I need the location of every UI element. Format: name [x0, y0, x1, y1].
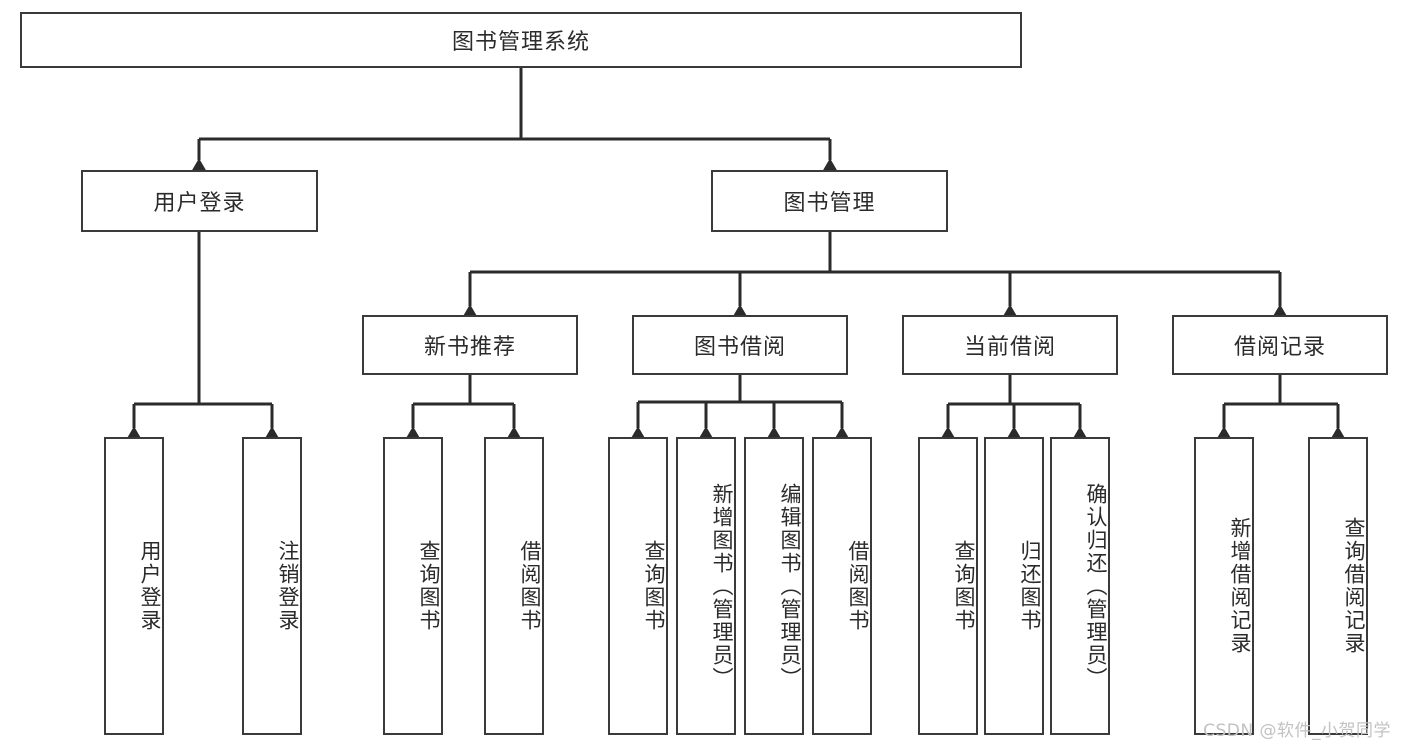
node-user-login-label: 用户登录 [153, 191, 246, 216]
node-leaf-current-borrow-1[interactable]: 归还图书 [984, 437, 1044, 735]
node-leaf-label: 借阅图书 [518, 540, 542, 632]
node-borrow-record[interactable]: 借阅记录 [1172, 315, 1388, 375]
node-book-borrow-label: 图书借阅 [693, 335, 786, 360]
node-new-book-recommend-label: 新书推荐 [423, 335, 516, 360]
node-leaf-label: 用户登录 [138, 540, 162, 632]
node-leaf-borrow-record-0[interactable]: 新增借阅记录 [1194, 437, 1254, 735]
node-borrow-record-label: 借阅记录 [1233, 335, 1326, 360]
node-leaf-label: 查询借阅记录 [1342, 517, 1366, 655]
node-leaf-book-borrow-2[interactable]: 编辑图书（管理员） [744, 437, 804, 735]
node-leaf-label: 查询图书 [952, 540, 976, 632]
node-user-login[interactable]: 用户登录 [81, 170, 318, 232]
node-current-borrow[interactable]: 当前借阅 [902, 315, 1118, 375]
node-root-label: 图书管理系统 [451, 30, 590, 55]
node-leaf-borrow-record-1[interactable]: 查询借阅记录 [1308, 437, 1368, 735]
node-leaf-book-borrow-3[interactable]: 借阅图书 [812, 437, 872, 735]
node-leaf-label: 注销登录 [276, 540, 300, 632]
node-leaf-label: 确认归还（管理员） [1084, 482, 1108, 690]
node-root[interactable]: 图书管理系统 [20, 12, 1022, 68]
node-leaf-book-borrow-1[interactable]: 新增图书（管理员） [676, 437, 736, 735]
node-leaf-book-borrow-0[interactable]: 查询图书 [608, 437, 668, 735]
node-book-manage-label: 图书管理 [783, 191, 876, 216]
node-leaf-new-book-1[interactable]: 借阅图书 [484, 437, 544, 735]
node-leaf-current-borrow-0[interactable]: 查询图书 [918, 437, 978, 735]
csdn-watermark: CSDN @软件_小贺同学 [1203, 721, 1391, 741]
node-new-book-recommend[interactable]: 新书推荐 [362, 315, 578, 375]
node-leaf-label: 编辑图书（管理员） [778, 482, 802, 690]
node-leaf-label: 借阅图书 [846, 540, 870, 632]
node-leaf-label: 归还图书 [1018, 540, 1042, 632]
node-leaf-new-book-0[interactable]: 查询图书 [383, 437, 443, 735]
node-leaf-current-borrow-2[interactable]: 确认归还（管理员） [1050, 437, 1110, 735]
node-book-manage[interactable]: 图书管理 [711, 170, 948, 232]
node-leaf-user-login-1[interactable]: 注销登录 [242, 437, 302, 735]
node-current-borrow-label: 当前借阅 [963, 335, 1056, 360]
node-leaf-label: 新增图书（管理员） [710, 482, 734, 690]
node-leaf-label: 新增借阅记录 [1228, 517, 1252, 655]
node-book-borrow[interactable]: 图书借阅 [632, 315, 848, 375]
node-leaf-label: 查询图书 [642, 540, 666, 632]
node-leaf-label: 查询图书 [417, 540, 441, 632]
node-leaf-user-login-0[interactable]: 用户登录 [104, 437, 164, 735]
